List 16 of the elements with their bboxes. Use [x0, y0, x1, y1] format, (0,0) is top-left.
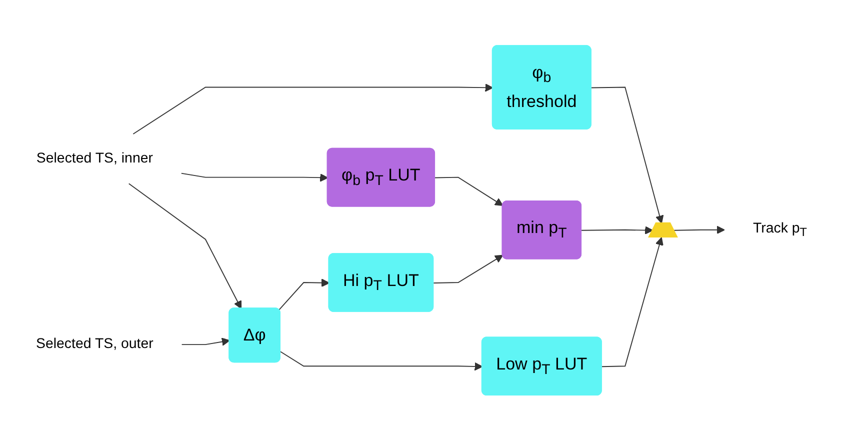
- arrow: [280, 351, 483, 371]
- arrow: [132, 84, 494, 135]
- arrow: [590, 86, 664, 224]
- node-text: Selected TS, outer: [36, 336, 154, 352]
- node-text: Track p$_{T}$: [752, 220, 808, 240]
- arrow: [434, 177, 504, 206]
- node-trapezoid: [648, 222, 678, 238]
- arrow: [128, 183, 242, 310]
- arrow: [581, 226, 654, 235]
- node-text: Selected TS, inner: [36, 150, 153, 166]
- arrow: [180, 173, 328, 182]
- arrow: [601, 237, 664, 368]
- arrow: [181, 338, 230, 346]
- arrow: [278, 278, 330, 311]
- arrow: [433, 254, 504, 284]
- arrow: [674, 226, 725, 234]
